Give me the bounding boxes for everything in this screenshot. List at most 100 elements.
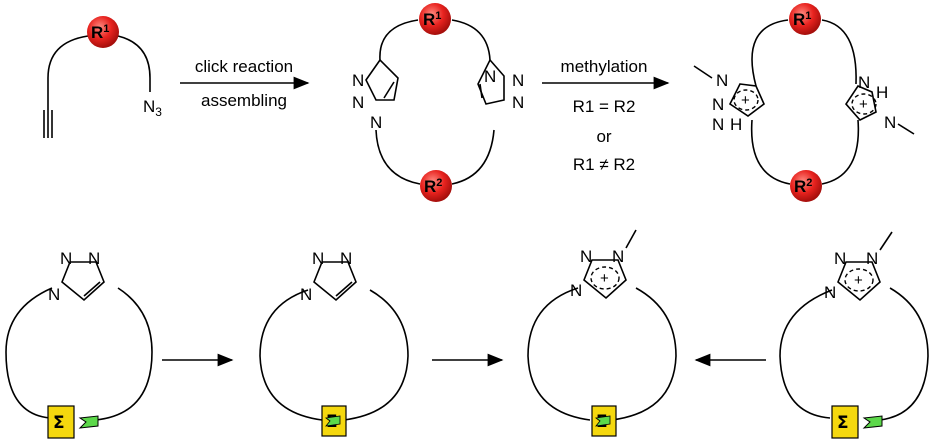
ring-arc-right [95, 287, 153, 421]
atom-n: N [300, 285, 312, 304]
atom-n: N [48, 285, 60, 304]
arrow1-top-label: click reaction [195, 57, 293, 76]
triazole-right-double [479, 83, 483, 99]
triazole-double [83, 281, 101, 297]
charge-plus: + [854, 272, 863, 289]
chain-right [117, 35, 151, 92]
atom-n: N [512, 71, 524, 90]
atom-n: N [370, 113, 382, 132]
ring-bottom-left [750, 119, 791, 185]
green-flag [78, 415, 99, 429]
condition-or: or [596, 127, 611, 146]
ring-top-right [451, 19, 491, 61]
r1-ball [789, 3, 821, 35]
atom-n: N [340, 249, 352, 268]
triazole-left [365, 58, 399, 101]
r1-label: R1 [91, 23, 109, 42]
triazolium [583, 259, 627, 300]
atom-h: H [876, 83, 888, 102]
triazolium-left [728, 83, 765, 117]
ring-top-left [379, 19, 419, 61]
sigma-block [47, 405, 75, 439]
rotaxane-state-1: N N N Σ [5, 249, 153, 439]
ring-top-right [821, 19, 857, 85]
atom-n: N [712, 115, 724, 134]
atom-n: N [512, 93, 524, 112]
atom-n: N [88, 249, 100, 268]
triazole-left-double [383, 81, 395, 99]
macrocycle-cationic: + N N N H + N H N R1 R2 [693, 3, 915, 202]
triazole-right [477, 58, 505, 105]
charge-plus: + [600, 270, 609, 287]
methyl-bond [897, 123, 915, 135]
atom-n: N [312, 249, 324, 268]
atom-n: N [834, 249, 846, 268]
chain-left [47, 35, 89, 110]
triazole [313, 261, 357, 302]
atom-n: N [824, 283, 836, 302]
rotaxane-state-4: + N N N Σ [779, 231, 929, 439]
charge-delocalization [844, 268, 874, 292]
charge-delocalization [590, 266, 620, 290]
ring-arc-left [5, 287, 53, 419]
ring-arc-left [259, 289, 323, 421]
atom-n: N [570, 281, 582, 300]
sigma-symbol: Σ [837, 413, 849, 433]
atom-n: N [712, 95, 724, 114]
r2-ball [790, 170, 822, 202]
charge-delocalization [851, 93, 877, 115]
triazolium [837, 261, 881, 302]
ring-arc-left [527, 287, 591, 421]
ring-bottom-right [821, 119, 860, 185]
atom-n: N [612, 247, 624, 266]
condition-not-equal: R1 ≠ R2 [573, 155, 635, 174]
methyl-bond [879, 231, 893, 251]
atom-n: N [484, 67, 496, 86]
green-flag [862, 415, 883, 429]
rotaxane-state-3: + N N N Σ [527, 229, 677, 437]
charge-plus: + [741, 92, 750, 109]
ring-arc-right [343, 289, 409, 421]
methyl-bond [693, 65, 713, 79]
r1-label: R1 [793, 10, 811, 29]
sigma-symbol: Σ [53, 413, 65, 433]
atom-n: N [352, 71, 364, 90]
atom-n: N [866, 249, 878, 268]
r1-ball [419, 3, 451, 35]
r2-ball [420, 170, 452, 202]
methyl-bond [625, 229, 637, 249]
arrow1-bottom-label: assembling [201, 91, 287, 110]
charge-delocalization [733, 89, 759, 111]
atom-n: N [884, 113, 896, 132]
atom-h: H [730, 115, 742, 134]
atom-n: N [352, 93, 364, 112]
arrow2-top-label: methylation [561, 57, 648, 76]
rotaxane-state-2: N N N Σ [259, 249, 409, 437]
ring-arc-right [611, 287, 677, 421]
condition-equal: R1 = R2 [573, 97, 636, 116]
ring-bottom-left [375, 129, 421, 185]
r2-label: R2 [794, 177, 812, 196]
triazolium-right [844, 85, 877, 121]
ring-bottom-right [451, 129, 495, 185]
ring-arc-left [779, 289, 833, 419]
atom-n: N [858, 73, 870, 92]
arrow-click: click reaction assembling [180, 57, 310, 110]
starting-material: R1 N3 [43, 16, 162, 138]
green-flag [594, 415, 611, 427]
atom-n: N [716, 71, 728, 90]
green-flag [324, 415, 341, 427]
r1-ball [87, 16, 119, 48]
azide-label: N3 [143, 97, 162, 119]
ring-arc-right [879, 287, 929, 421]
r2-label: R2 [424, 177, 442, 196]
ring-top-left [751, 19, 789, 87]
atom-n: N [60, 249, 72, 268]
macrocycle-neutral: N N N N N N R1 R2 [352, 3, 524, 202]
sigma-block [831, 405, 859, 439]
arrow-methylation: methylation R1 = R2 or R1 ≠ R2 [542, 57, 670, 174]
atom-n: N [580, 247, 592, 266]
charge-plus: + [859, 96, 868, 113]
triazole-double [335, 281, 353, 297]
